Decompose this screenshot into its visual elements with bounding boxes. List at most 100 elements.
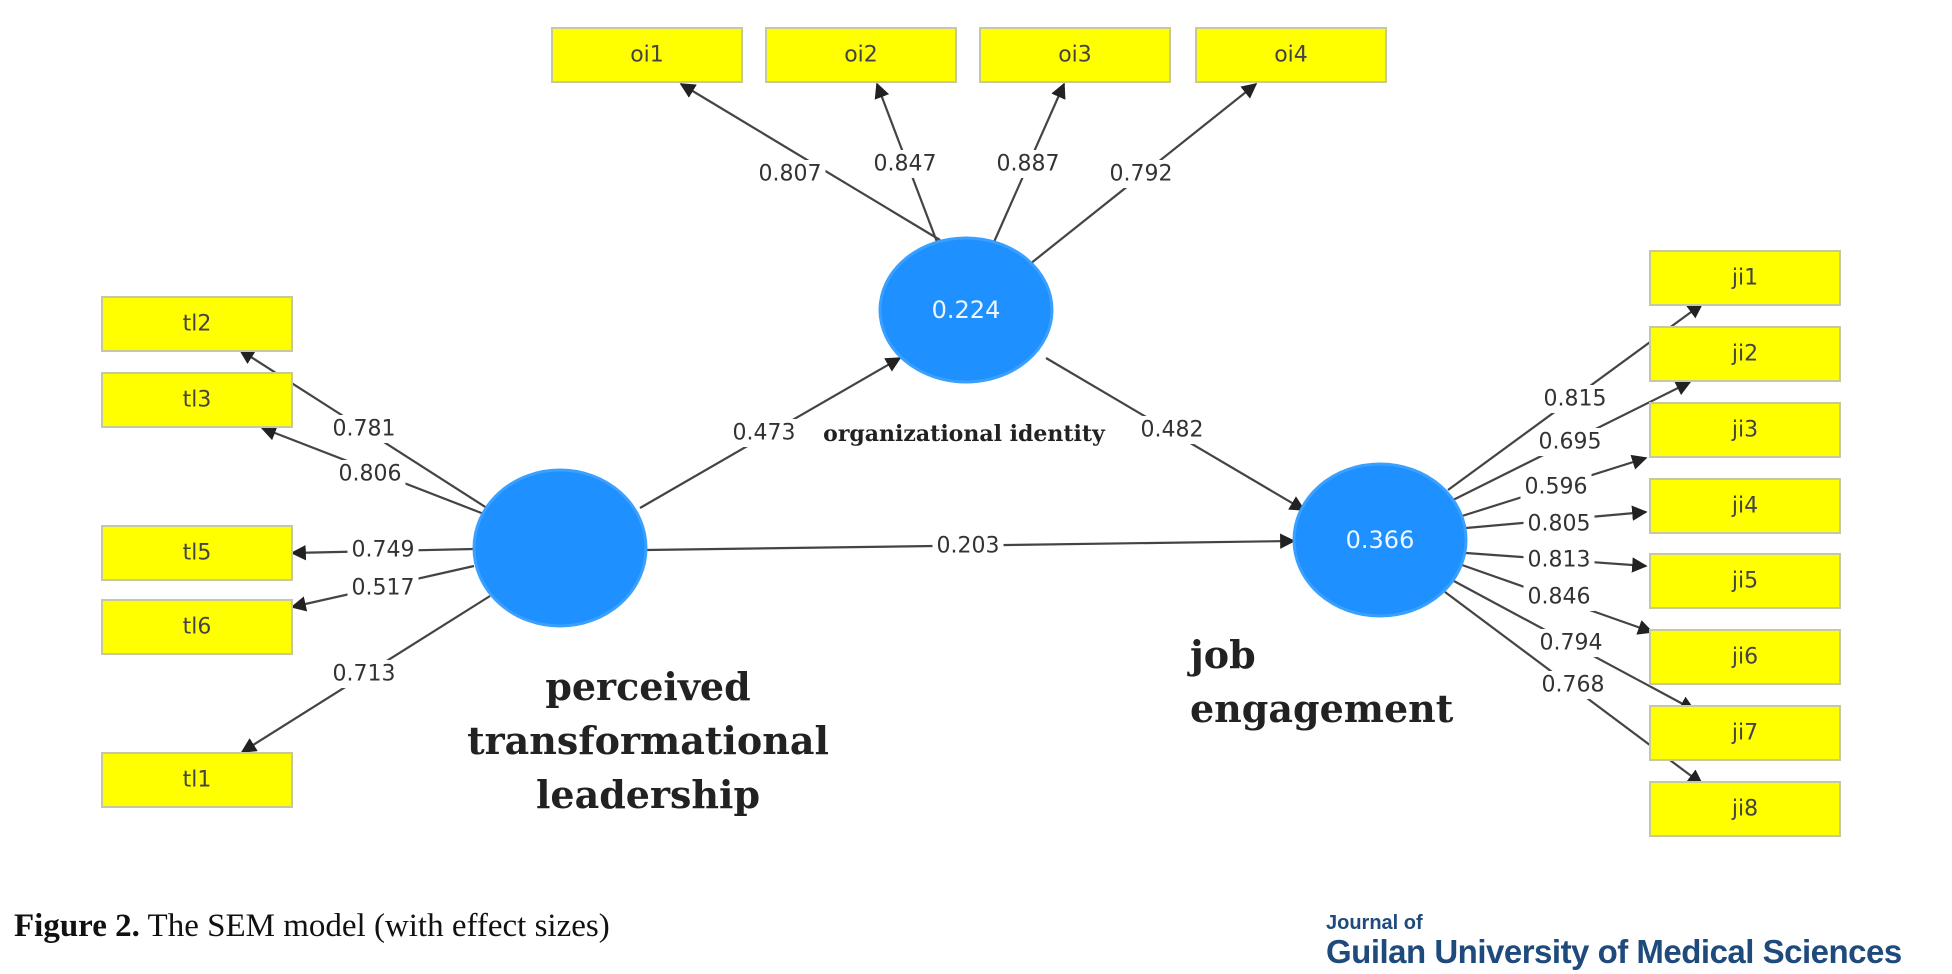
- loading-ji1-label: 0.815: [1544, 387, 1607, 412]
- figure-number: Figure 2.: [14, 908, 140, 944]
- journal-logo-line2: Guilan University of Medical Sciences: [1326, 933, 1902, 970]
- indicator-oi3-box: [979, 27, 1171, 83]
- indicator-ji6-name: ji6: [1731, 645, 1758, 670]
- loading-tl2-label: 0.781: [333, 417, 396, 442]
- indicator-tl1-name: tl1: [183, 768, 212, 793]
- latent-oi-r2: 0.224: [932, 296, 1001, 324]
- indicator-oi1: oi1: [551, 27, 743, 83]
- loading-oi2-label-bg: [869, 150, 941, 178]
- path-ptl-to-oi-label: 0.473: [733, 421, 796, 446]
- path-ptl-to-je-label-bg: [932, 532, 1004, 560]
- journal-logo-line1: Journal of: [1326, 912, 1423, 934]
- indicator-tl3-name: tl3: [183, 388, 212, 413]
- loading-tl3-label-bg: [334, 460, 406, 488]
- figure-caption: Figure 2. The SEM model (with effect siz…: [14, 908, 610, 945]
- indicator-oi4-name: oi4: [1274, 43, 1308, 68]
- loading-ji2-label: 0.695: [1539, 430, 1602, 455]
- loading-ji4-label: 0.805: [1528, 512, 1591, 537]
- loading-tl5-label: 0.749: [352, 538, 415, 563]
- indicator-tl2-name: tl2: [183, 312, 212, 337]
- loading-tl2-label-bg: [328, 415, 400, 443]
- indicator-ji1-name: ji1: [1731, 266, 1758, 291]
- journal-logo: Journal of Guilan University of Medical …: [1326, 912, 1902, 970]
- loading-oi1-label: 0.807: [759, 162, 822, 187]
- indicator-oi4: oi4: [1195, 27, 1387, 83]
- latent-oi-circle: [878, 236, 1054, 384]
- indicator-ji4-box: [1649, 478, 1841, 534]
- indicator-ji5: ji5: [1649, 553, 1841, 609]
- indicator-ji2: ji2: [1649, 326, 1841, 382]
- indicator-tl1: tl1: [101, 752, 293, 808]
- indicator-tl6-name: tl6: [183, 615, 212, 640]
- loading-tl6-label: 0.517: [352, 576, 415, 601]
- indicator-ji6: ji6: [1649, 629, 1841, 685]
- loading-ji7-label-bg: [1535, 629, 1607, 657]
- indicator-ji2-box: [1649, 326, 1841, 382]
- indicator-ji7-box: [1649, 705, 1841, 761]
- indicator-ji5-name: ji5: [1731, 569, 1758, 594]
- indicator-oi4-box: [1195, 27, 1387, 83]
- path-ptl-to-oi-label-bg: [728, 419, 800, 447]
- loading-ji6-label: 0.846: [1528, 585, 1591, 610]
- indicator-oi2: oi2: [765, 27, 957, 83]
- loading-ji3-label: 0.596: [1525, 475, 1588, 500]
- path-ptl-to-je-label: 0.203: [937, 534, 1000, 559]
- loading-ji4-label-bg: [1523, 510, 1595, 538]
- edge-label-layer: 0.807 0.847 0.887 0.792 0.781 0.806 0.749 0.517…: [328, 150, 1611, 699]
- indicator-tl5-box: [101, 525, 293, 581]
- indicator-ji3-name: ji3: [1731, 418, 1758, 443]
- latent-je-circle: [1292, 462, 1468, 618]
- latent-ptl-label-line-1: perceived: [545, 664, 750, 709]
- loading-tl1-label: 0.713: [333, 662, 396, 687]
- latent-oi-label: organizational identity: [823, 421, 1106, 447]
- loading-tl5-label-bg: [347, 536, 419, 564]
- indicator-ji8: ji8: [1649, 781, 1841, 837]
- latent-ptl-circle: [472, 468, 648, 628]
- loading-oi3-label: 0.887: [997, 152, 1060, 177]
- loading-ji1-label-bg: [1539, 385, 1611, 413]
- loading-oi3-label-bg: [992, 150, 1064, 178]
- loading-ji8-label: 0.768: [1542, 673, 1605, 698]
- indicator-tl1-box: [101, 752, 293, 808]
- loading-oi1-label-bg: [754, 160, 826, 188]
- indicator-oi1-box: [551, 27, 743, 83]
- latent-ptl-label-line-3: leadership: [536, 772, 760, 817]
- indicator-oi2-box: [765, 27, 957, 83]
- indicator-ji5-box: [1649, 553, 1841, 609]
- loading-ji5-label-bg: [1523, 546, 1595, 574]
- latent-je-label-line-1: job: [1187, 632, 1256, 677]
- indicator-tl5: tl5: [101, 525, 293, 581]
- path-oi-to-je-label: 0.482: [1141, 418, 1204, 443]
- loading-tl6-label-bg: [347, 574, 419, 602]
- loading-oi2-label: 0.847: [874, 152, 937, 177]
- loading-oi4-label: 0.792: [1110, 162, 1173, 187]
- indicator-ji8-box: [1649, 781, 1841, 837]
- indicator-ji3-box: [1649, 402, 1841, 458]
- indicator-ji3: ji3: [1649, 402, 1841, 458]
- indicator-tl6: tl6: [101, 599, 293, 655]
- indicator-oi3-name: oi3: [1058, 43, 1092, 68]
- loading-ji8-label-bg: [1537, 671, 1609, 699]
- indicator-tl5-name: tl5: [183, 541, 212, 566]
- latent-je-r2: 0.366: [1346, 526, 1415, 554]
- indicator-oi2-name: oi2: [844, 43, 878, 68]
- indicator-tl6-box: [101, 599, 293, 655]
- loading-ji2-label-bg: [1534, 428, 1606, 456]
- loading-ji7-label: 0.794: [1540, 631, 1603, 656]
- indicator-tl3-box: [101, 372, 293, 428]
- indicator-ji7-name: ji7: [1731, 721, 1758, 746]
- path-oi-to-je-label-bg: [1136, 416, 1208, 444]
- node-layer: oi1 oi2 oi3 oi4 tl2 tl3 tl5 tl6 tl1 ji1 ji2 ji3 ji4 j…: [101, 27, 1841, 837]
- indicator-oi3: oi3: [979, 27, 1171, 83]
- indicator-tl2-box: [101, 296, 293, 352]
- indicator-tl3: tl3: [101, 372, 293, 428]
- latent-je-label-line-2: engagement: [1190, 686, 1454, 731]
- indicator-ji6-box: [1649, 629, 1841, 685]
- loading-ji3-label-bg: [1520, 473, 1592, 501]
- construct-label-layer: organizational identityperceivedtransfor…: [467, 421, 1454, 817]
- loading-tl3-label: 0.806: [339, 462, 402, 487]
- indicator-ji2-name: ji2: [1731, 342, 1758, 367]
- indicator-tl2: tl2: [101, 296, 293, 352]
- indicator-ji4-name: ji4: [1731, 494, 1758, 519]
